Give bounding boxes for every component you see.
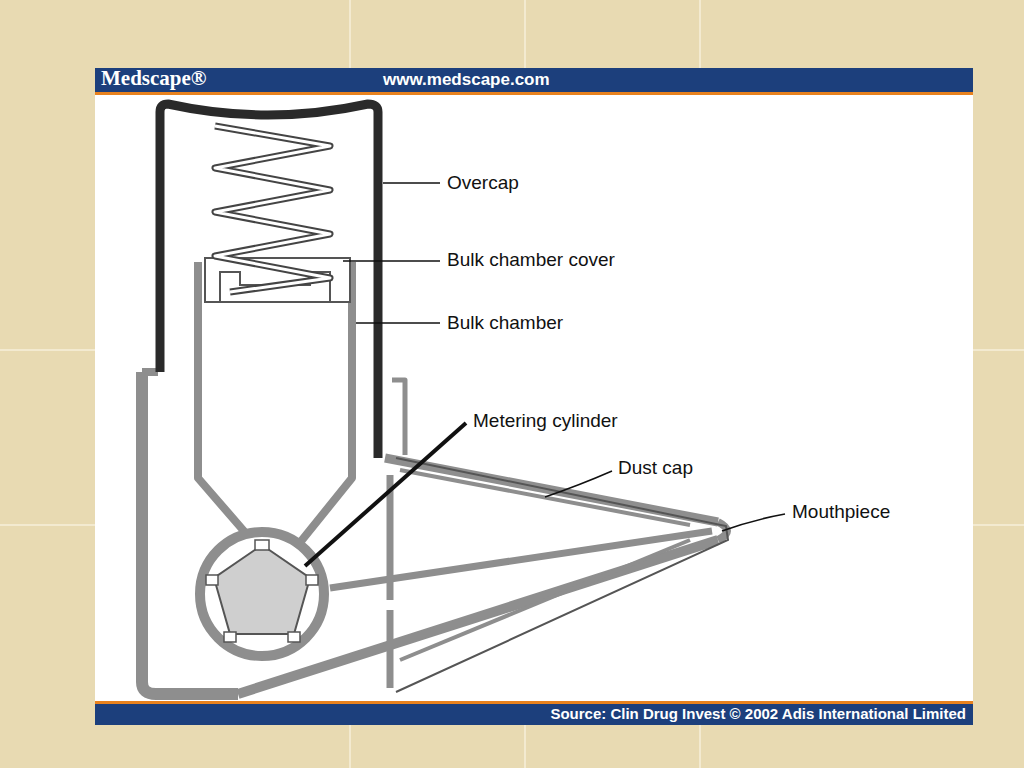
part-label: Bulk chamber cover xyxy=(447,250,615,271)
metering-cylinder xyxy=(214,545,310,634)
footer-stripe xyxy=(95,701,973,704)
panel xyxy=(95,68,973,725)
part-label: Metering cylinder xyxy=(473,411,618,432)
leader-line xyxy=(383,182,440,184)
metering-pockets xyxy=(206,540,318,642)
header-stripe xyxy=(95,92,973,95)
part-label: Mouthpiece xyxy=(792,502,890,523)
leader-line xyxy=(545,471,612,497)
leader-lines xyxy=(305,183,785,566)
leader-line xyxy=(356,322,440,324)
part-label: Bulk chamber xyxy=(447,313,563,334)
source-note: Source: Clin Drug Invest © 2002 Adis Int… xyxy=(550,706,966,723)
metering-housing xyxy=(200,532,324,656)
part-label: Dust cap xyxy=(618,458,693,479)
brand-name: Medscape® xyxy=(101,67,207,90)
dust-cap xyxy=(396,458,728,692)
footer-bar xyxy=(95,704,973,725)
bulk-chamber xyxy=(198,262,352,545)
spring xyxy=(215,126,330,292)
leader-line xyxy=(343,260,440,262)
overcap xyxy=(160,104,378,458)
header-bar xyxy=(95,68,973,92)
leader-line xyxy=(722,514,785,531)
housing xyxy=(142,372,727,694)
site-address: www.medscape.com xyxy=(383,71,550,90)
leader-line xyxy=(305,423,466,566)
part-label: Overcap xyxy=(447,173,519,194)
